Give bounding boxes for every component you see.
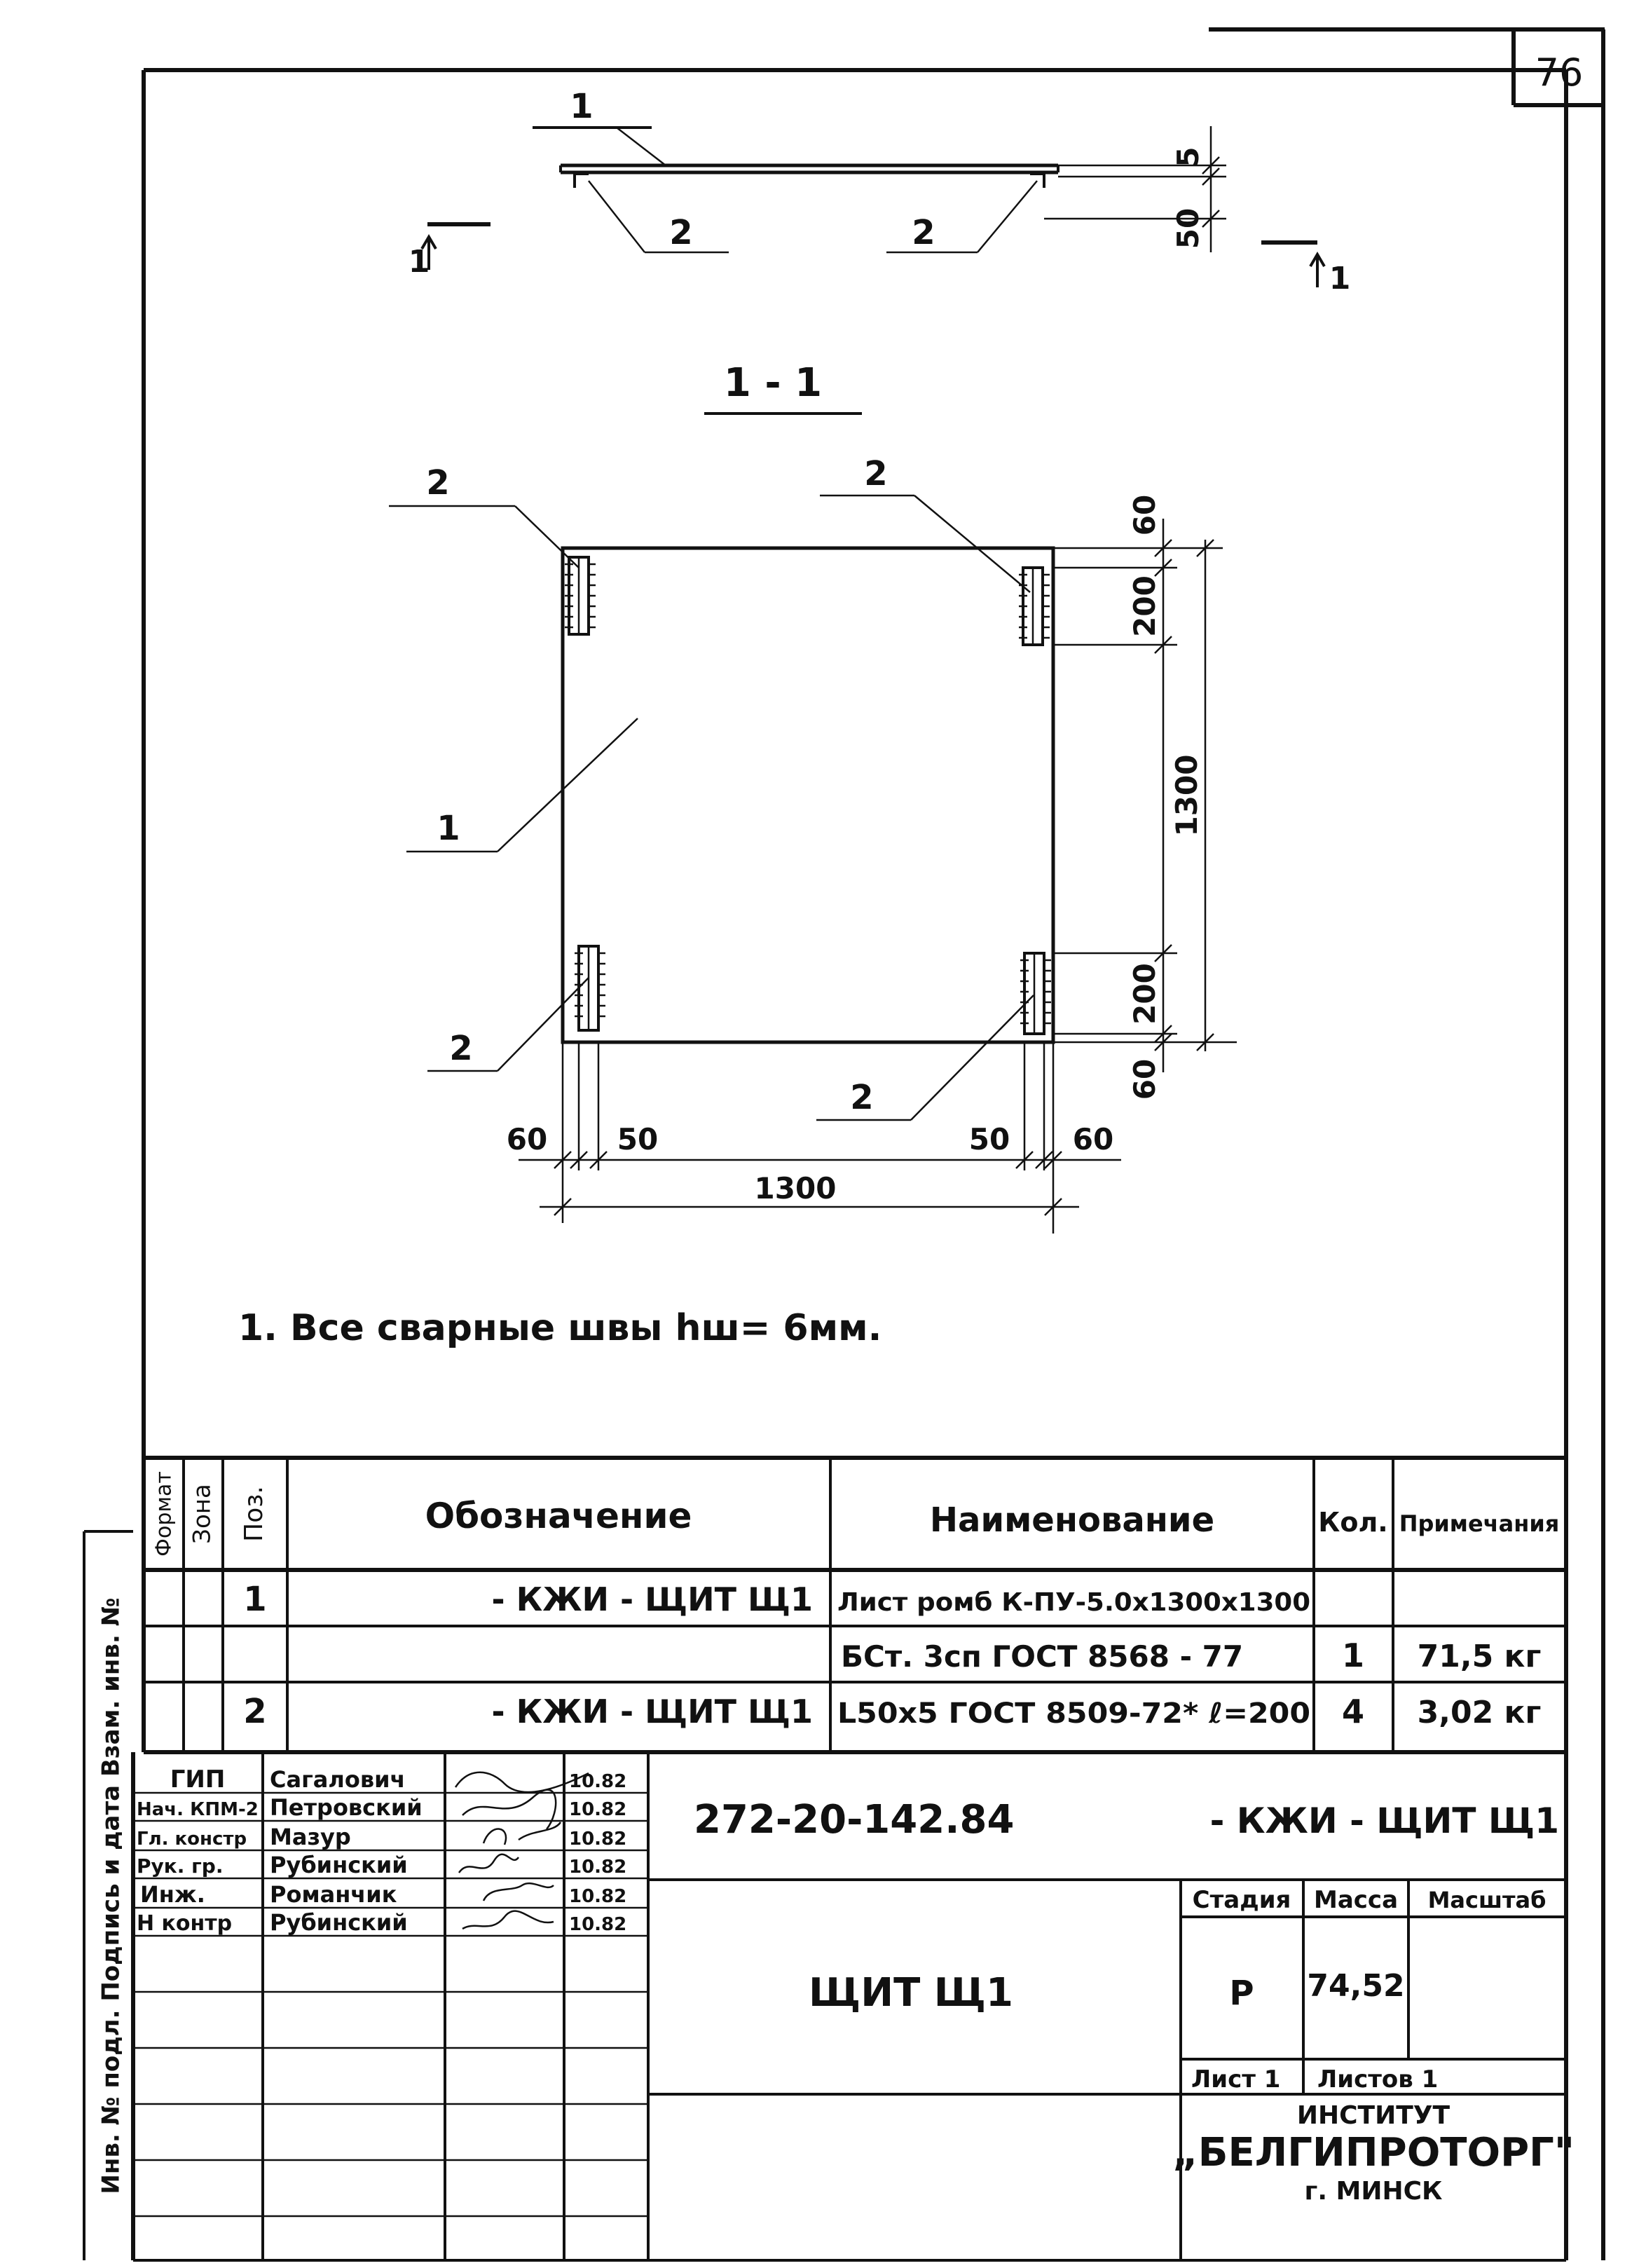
dim-right-60-top: 60 bbox=[1127, 495, 1162, 535]
callout-plan-2-tl: 2 bbox=[426, 463, 449, 503]
object-name: ЩИТ Щ1 bbox=[809, 1970, 1013, 2016]
section-mark-left: 1 bbox=[409, 244, 430, 280]
svg-text:10.82: 10.82 bbox=[569, 1914, 626, 1935]
svg-text:1: 1 bbox=[243, 1580, 266, 1619]
dim-right-200-top: 200 bbox=[1127, 575, 1162, 637]
svg-text:Романчик: Романчик bbox=[270, 1881, 397, 1908]
header-pos: Поз. bbox=[240, 1486, 268, 1542]
svg-text:Нач. КПМ-2: Нач. КПМ-2 bbox=[137, 1799, 259, 1820]
svg-text:Рубинский: Рубинский bbox=[270, 1852, 408, 1878]
callout-top-1: 1 bbox=[570, 87, 593, 126]
title-block-grid bbox=[131, 1752, 1566, 2262]
org-line-1: ИНСТИТУТ bbox=[1297, 2101, 1450, 2130]
side-strip bbox=[83, 1530, 133, 2260]
mass-label: Масса bbox=[1314, 1886, 1398, 1914]
plan-view bbox=[389, 494, 1237, 1234]
org-line-3: г. МИНСК bbox=[1305, 2177, 1443, 2206]
page-number: 76 bbox=[1535, 50, 1584, 95]
dim-right-60-bottom: 60 bbox=[1127, 1059, 1162, 1100]
svg-text:ГИП: ГИП bbox=[170, 1765, 226, 1794]
sheet-label: Лист 1 bbox=[1191, 2065, 1280, 2093]
svg-text:- КЖИ - ЩИТ Щ1: - КЖИ - ЩИТ Щ1 bbox=[492, 1693, 814, 1730]
callout-top-2a: 2 bbox=[669, 213, 692, 252]
header-qty: Кол. bbox=[1318, 1507, 1387, 1538]
header-format: Формат bbox=[152, 1471, 177, 1557]
mass-value: 74,52 bbox=[1307, 1968, 1404, 2004]
svg-text:10.82: 10.82 bbox=[569, 1857, 626, 1878]
svg-text:1: 1 bbox=[1342, 1637, 1364, 1674]
header-zone: Зона bbox=[188, 1484, 217, 1544]
svg-text:Гл. констр: Гл. констр bbox=[137, 1829, 247, 1850]
header-name: Наименование bbox=[930, 1501, 1214, 1540]
callout-plan-1: 1 bbox=[437, 809, 460, 848]
svg-text:Инж.: Инж. bbox=[140, 1881, 205, 1908]
svg-text:Н контр: Н контр bbox=[137, 1911, 232, 1936]
signatures bbox=[454, 1771, 589, 1930]
dim-bottom-50-left: 50 bbox=[617, 1122, 658, 1156]
svg-text:Мазур: Мазур bbox=[270, 1824, 351, 1850]
org-line-2: „БЕЛГИПРОТОРГ" bbox=[1172, 2130, 1575, 2175]
svg-text:4: 4 bbox=[1342, 1693, 1364, 1730]
dim-bottom-50-right: 50 bbox=[969, 1122, 1010, 1156]
callout-plan-2-tr: 2 bbox=[864, 454, 887, 493]
angle-clip-tl bbox=[565, 556, 596, 636]
svg-text:Рук. гр.: Рук. гр. bbox=[137, 1854, 223, 1878]
sheet-frame bbox=[142, 27, 1605, 2260]
callout-top-2b: 2 bbox=[912, 213, 935, 252]
svg-text:2: 2 bbox=[243, 1692, 266, 1731]
section-label: 1 - 1 bbox=[724, 360, 822, 406]
staff-row-3: Гл. констр Мазур 10.82 bbox=[137, 1824, 626, 1850]
sheets-label: Листов 1 bbox=[1317, 2065, 1438, 2093]
dim-bottom-1300: 1300 bbox=[755, 1171, 837, 1205]
header-note: Примечания bbox=[1399, 1510, 1560, 1537]
angle-clip-tr bbox=[1019, 566, 1050, 646]
dim-right-1300: 1300 bbox=[1170, 755, 1204, 837]
dim-bottom-60-right: 60 bbox=[1073, 1122, 1113, 1156]
side-strip-text: Инв. № подл. Подпись и дата Взам. инв. № bbox=[97, 1597, 125, 2194]
doc-suffix: - КЖИ - ЩИТ Щ1 bbox=[1210, 1801, 1559, 1841]
section-mark-right: 1 bbox=[1329, 261, 1351, 296]
doc-code: 272-20-142.84 bbox=[694, 1797, 1014, 1843]
stage-value: Р bbox=[1229, 1974, 1254, 2013]
spec-row-2: БСт. 3сп ГОСТ 8568 - 77 1 71,5 кг bbox=[841, 1637, 1541, 1674]
dim-thickness: 5 bbox=[1171, 146, 1205, 167]
svg-text:Рубинский: Рубинский bbox=[270, 1909, 408, 1936]
callout-plan-2-br: 2 bbox=[850, 1078, 873, 1117]
spec-row-1: 1 - КЖИ - ЩИТ Щ1 Лист ромб К-ПУ-5.0х1300… bbox=[243, 1580, 1310, 1619]
staff-row-1: ГИП Сагалович 10.82 bbox=[170, 1765, 627, 1794]
general-note: 1. Все сварные швы hш= 6мм. bbox=[238, 1307, 882, 1349]
stage-label: Стадия bbox=[1193, 1886, 1291, 1914]
svg-text:Петровский: Петровский bbox=[270, 1794, 423, 1821]
angle-clip-br bbox=[1020, 952, 1051, 1035]
callout-plan-2-bl: 2 bbox=[449, 1029, 472, 1068]
staff-row-4: Рук. гр. Рубинский 10.82 bbox=[137, 1852, 626, 1878]
svg-text:10.82: 10.82 bbox=[569, 1829, 626, 1850]
spec-row-3: 2 - КЖИ - ЩИТ Щ1 L50х5 ГОСТ 8509-72* ℓ=2… bbox=[243, 1692, 1541, 1731]
svg-text:- КЖИ - ЩИТ Щ1: - КЖИ - ЩИТ Щ1 bbox=[492, 1580, 814, 1618]
svg-text:3,02 кг: 3,02 кг bbox=[1418, 1695, 1542, 1730]
staff-row-2: Нач. КПМ-2 Петровский 10.82 bbox=[137, 1794, 626, 1821]
svg-text:БСт. 3сп ГОСТ 8568 - 77: БСт. 3сп ГОСТ 8568 - 77 bbox=[841, 1639, 1243, 1674]
svg-text:Сагалович: Сагалович bbox=[270, 1766, 405, 1793]
staff-row-6: Н контр Рубинский 10.82 bbox=[137, 1909, 626, 1936]
scale-label: Масштаб bbox=[1428, 1887, 1546, 1913]
elevation-view bbox=[420, 126, 1326, 287]
svg-text:Лист ромб К-ПУ-5.0х1300х1300: Лист ромб К-ПУ-5.0х1300х1300 bbox=[837, 1588, 1310, 1617]
svg-text:10.82: 10.82 bbox=[569, 1771, 626, 1792]
svg-text:L50х5 ГОСТ 8509-72* ℓ=200: L50х5 ГОСТ 8509-72* ℓ=200 bbox=[837, 1697, 1310, 1730]
svg-text:71,5 кг: 71,5 кг bbox=[1418, 1639, 1542, 1674]
svg-text:10.82: 10.82 bbox=[569, 1799, 626, 1820]
dim-right-200-bottom: 200 bbox=[1127, 963, 1162, 1025]
header-designation: Обозначение bbox=[425, 1496, 692, 1536]
spec-table-grid bbox=[142, 1456, 1566, 1754]
dim-angle-height: 50 bbox=[1171, 208, 1205, 249]
staff-row-5: Инж. Романчик 10.82 bbox=[140, 1881, 626, 1908]
svg-text:10.82: 10.82 bbox=[569, 1886, 626, 1907]
dim-bottom-60-left: 60 bbox=[507, 1122, 547, 1156]
